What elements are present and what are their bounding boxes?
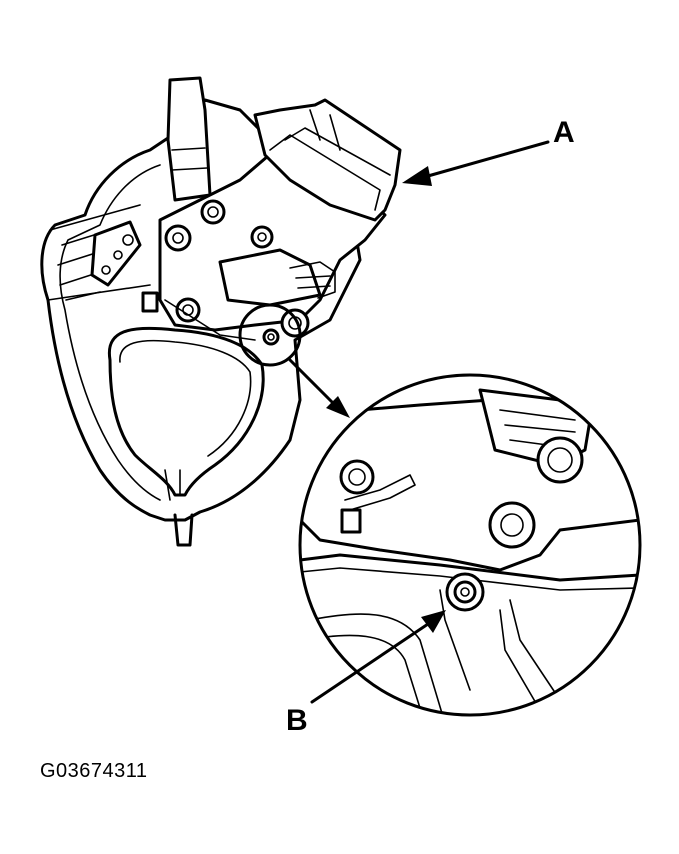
detail-view [298, 373, 642, 717]
detail-leader-arrow [288, 358, 350, 418]
detail-marker [238, 303, 302, 367]
actuator [141, 76, 402, 346]
callout-a-arrow [402, 140, 550, 186]
figure-id: G03674311 [40, 760, 148, 782]
callout-b-arrow [310, 610, 446, 704]
callout-label-a: A [553, 116, 575, 149]
callout-label-b: B [286, 704, 308, 737]
